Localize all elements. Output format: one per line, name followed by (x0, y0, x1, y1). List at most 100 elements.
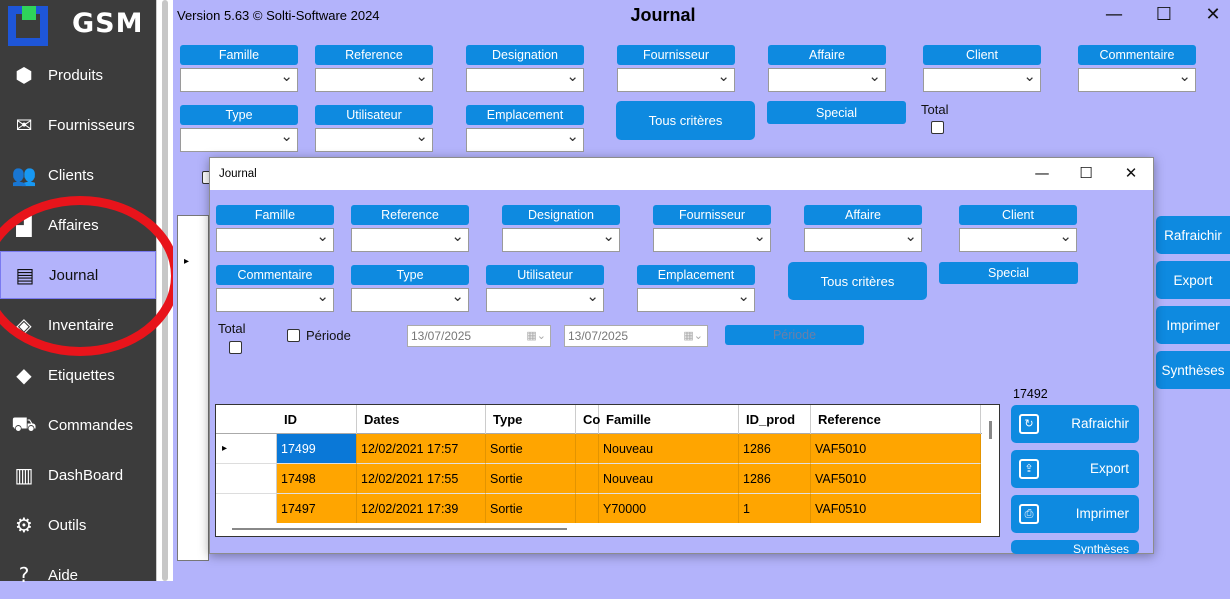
column-header-co[interactable]: Co (576, 405, 600, 434)
main-imprimer-button[interactable]: Imprimer (1156, 306, 1230, 344)
sidebar-item-produits[interactable]: ⬢Produits (0, 51, 156, 99)
filter-type-button[interactable]: Type (351, 265, 469, 285)
filter-utilisateur-combo[interactable] (315, 127, 433, 152)
table-cell[interactable]: 1 (739, 494, 811, 524)
table-cell[interactable]: VAF5010 (811, 434, 981, 464)
filter-commentaire-button[interactable]: Commentaire (216, 265, 334, 285)
filter-commentaire-combo[interactable] (1078, 67, 1196, 92)
column-header-id_prod[interactable]: ID_prod (739, 405, 811, 434)
total-checkbox[interactable] (931, 121, 944, 134)
export-button[interactable]: ⇪ Export (1011, 450, 1139, 488)
close-icon[interactable]: ✕ (1205, 4, 1221, 25)
dialog-maximize-icon[interactable]: ☐ (1079, 164, 1093, 182)
table-cell[interactable] (576, 494, 599, 524)
special-button[interactable]: Special (767, 101, 906, 124)
filter-designation-combo[interactable] (502, 227, 620, 252)
periode-checkbox[interactable] (287, 329, 300, 342)
sidebar-item-dashboard[interactable]: ▥DashBoard (0, 451, 156, 499)
table-cell[interactable]: Nouveau (599, 464, 739, 494)
maximize-icon[interactable]: ☐ (1155, 4, 1173, 25)
filter-emplacement-button[interactable]: Emplacement (637, 265, 755, 285)
filter-utilisateur-button[interactable]: Utilisateur (486, 265, 604, 285)
table-cell[interactable]: Sortie (486, 434, 576, 464)
minimize-icon[interactable]: — (1105, 4, 1123, 25)
filter-famille-combo[interactable] (216, 227, 334, 252)
filter-reference-button[interactable]: Reference (351, 205, 469, 225)
dialog-close-icon[interactable]: ✕ (1124, 164, 1138, 182)
filter-famille-button[interactable]: Famille (216, 205, 334, 225)
imprimer-button[interactable]: ⎙ Imprimer (1011, 495, 1139, 533)
filter-designation-combo[interactable] (466, 67, 584, 92)
main-export-button[interactable]: Export (1156, 261, 1230, 299)
main-syntheses-button[interactable]: Synthèses (1156, 351, 1230, 389)
filter-client-combo[interactable] (959, 227, 1077, 252)
filter-reference-combo[interactable] (315, 67, 433, 92)
sidebar-item-commandes[interactable]: ⛟Commandes (0, 401, 156, 449)
table-cell[interactable]: 12/02/2021 17:39 (357, 494, 486, 524)
filter-reference-combo[interactable] (351, 227, 469, 252)
filter-fournisseur-button[interactable]: Fournisseur (617, 45, 735, 65)
sidebar-item-affaires[interactable]: ▟Affaires (0, 201, 156, 249)
filter-affaire-combo[interactable] (804, 227, 922, 252)
sidebar-item-inventaire[interactable]: ◈Inventaire (0, 301, 156, 349)
filter-fournisseur-button[interactable]: Fournisseur (653, 205, 771, 225)
filter-famille-button[interactable]: Famille (180, 45, 298, 65)
filter-type-combo[interactable] (351, 287, 469, 312)
sidebar-item-aide[interactable]: ?Aide (0, 551, 156, 599)
filter-utilisateur-combo[interactable] (486, 287, 604, 312)
row-header[interactable] (216, 464, 277, 494)
table-cell[interactable]: Nouveau (599, 434, 739, 464)
sidebar-item-etiquettes[interactable]: ◆Etiquettes (0, 351, 156, 399)
date-from-picker[interactable]: 13/07/2025 (407, 325, 551, 347)
table-cell[interactable] (576, 434, 599, 464)
filter-emplacement-combo[interactable] (466, 127, 584, 152)
filter-utilisateur-button[interactable]: Utilisateur (315, 105, 433, 125)
filter-designation-button[interactable]: Designation (502, 205, 620, 225)
date-to-picker[interactable]: 13/07/2025 (564, 325, 708, 347)
table-cell[interactable]: VAF0510 (811, 494, 981, 524)
table-cell[interactable] (576, 464, 599, 494)
sidebar-item-fournisseurs[interactable]: ✉Fournisseurs (0, 101, 156, 149)
table-cell[interactable]: 17499 (277, 434, 357, 464)
sidebar-item-outils[interactable]: ⚙Outils (0, 501, 156, 549)
filter-affaire-combo[interactable] (768, 67, 886, 92)
table-horizontal-scrollbar[interactable] (216, 523, 981, 536)
main-rafraichir-button[interactable]: Rafraichir (1156, 216, 1230, 254)
filter-type-combo[interactable] (180, 127, 298, 152)
filter-affaire-button[interactable]: Affaire (804, 205, 922, 225)
table-cell[interactable]: 17498 (277, 464, 357, 494)
sidebar-item-journal[interactable]: ▤Journal (0, 251, 156, 299)
filter-emplacement-combo[interactable] (637, 287, 755, 312)
filter-emplacement-button[interactable]: Emplacement (466, 105, 584, 125)
dialog-total-checkbox[interactable] (229, 341, 242, 354)
filter-designation-button[interactable]: Designation (466, 45, 584, 65)
filter-client-button[interactable]: Client (923, 45, 1041, 65)
table-cell[interactable]: 12/02/2021 17:57 (357, 434, 486, 464)
column-header-reference[interactable]: Reference (811, 405, 981, 434)
syntheses-button[interactable]: Synthèses (1011, 540, 1139, 554)
table-cell[interactable]: 1286 (739, 434, 811, 464)
row-header[interactable] (216, 494, 277, 524)
filter-famille-combo[interactable] (180, 67, 298, 92)
table-cell[interactable]: 17497 (277, 494, 357, 524)
filter-affaire-button[interactable]: Affaire (768, 45, 886, 65)
row-header[interactable]: ▸ (216, 434, 277, 464)
tous-criteres-button[interactable]: Tous critères (616, 101, 755, 140)
rafraichir-button[interactable]: ↻ Rafraichir (1011, 405, 1139, 443)
dialog-special-button[interactable]: Special (939, 262, 1078, 284)
filter-reference-button[interactable]: Reference (315, 45, 433, 65)
filter-commentaire-button[interactable]: Commentaire (1078, 45, 1196, 65)
sidebar-scrollbar[interactable] (156, 0, 173, 581)
column-header-famille[interactable]: Famille (599, 405, 739, 434)
periode-button[interactable]: Période (725, 325, 864, 345)
filter-fournisseur-combo[interactable] (653, 227, 771, 252)
column-header-id[interactable]: ID (277, 405, 357, 434)
table-cell[interactable]: 12/02/2021 17:55 (357, 464, 486, 494)
dialog-tous-criteres-button[interactable]: Tous critères (788, 262, 927, 300)
table-cell[interactable]: Sortie (486, 494, 576, 524)
filter-commentaire-combo[interactable] (216, 287, 334, 312)
